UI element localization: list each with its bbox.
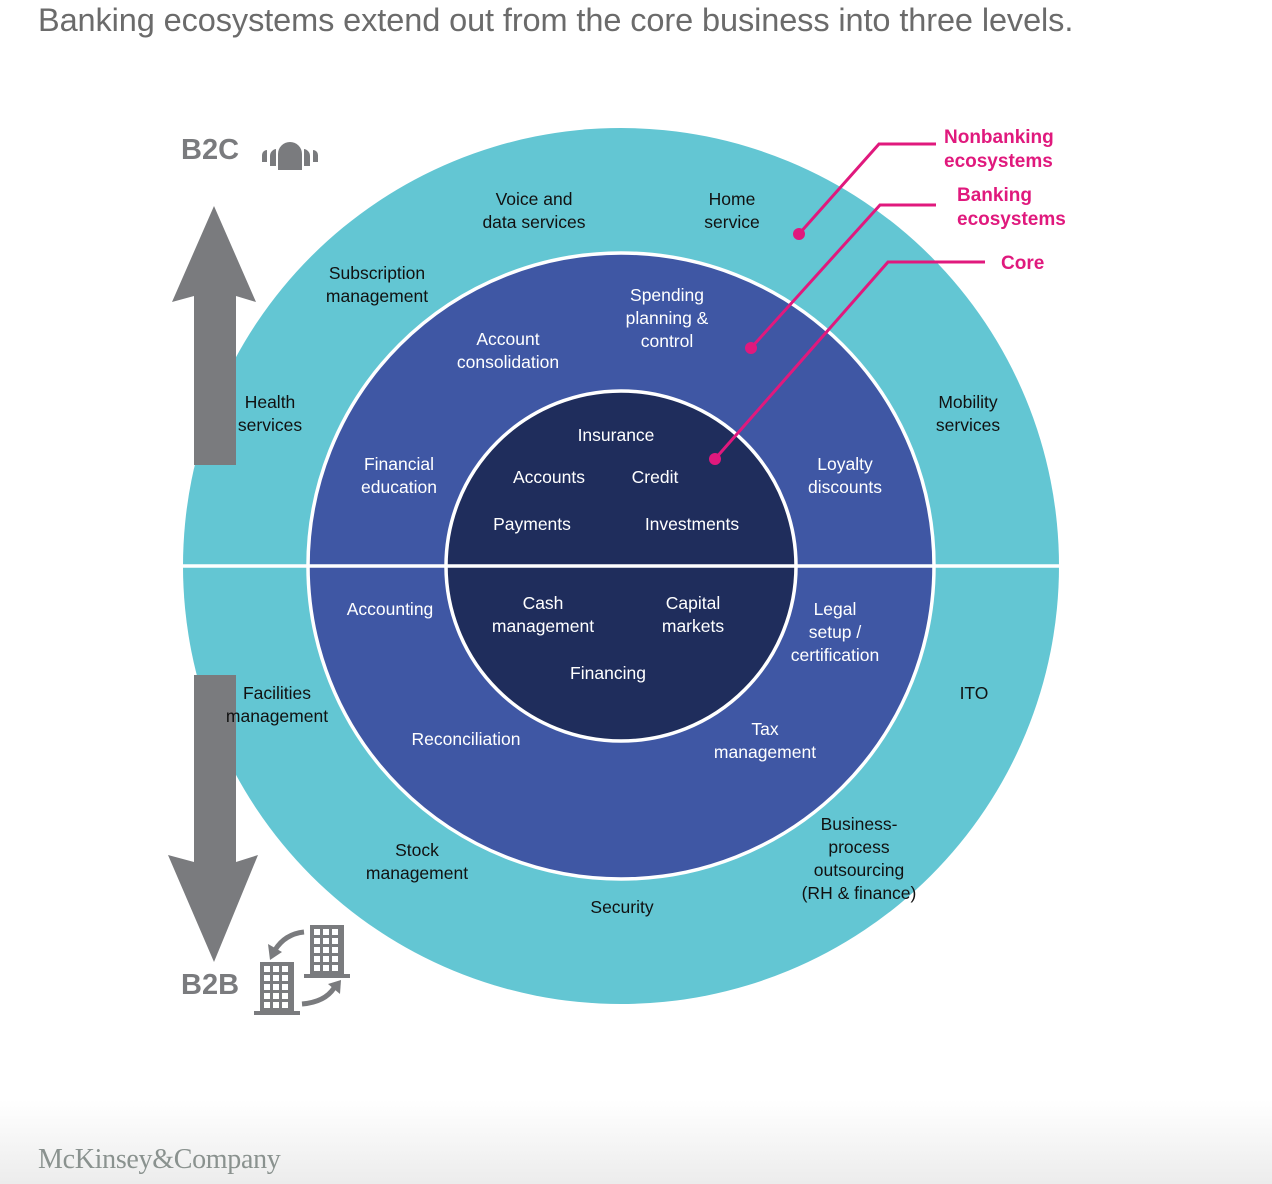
banking-item: Financial education xyxy=(361,454,437,497)
nonbanking-item: Facilities management xyxy=(226,683,328,726)
legend-nonbanking: Nonbanking ecosystems xyxy=(944,127,1054,172)
core-item: Insurance xyxy=(578,425,655,445)
label-line: ITO xyxy=(960,683,989,703)
nonbanking-item: Stock management xyxy=(366,840,468,883)
mckinsey-logo: McKinsey&Company xyxy=(38,1144,281,1175)
label-line: management xyxy=(366,863,468,883)
core-marker xyxy=(709,453,721,465)
legend-leader-lines xyxy=(713,142,985,460)
label-line: Legal xyxy=(814,599,857,619)
people-group-icon xyxy=(262,142,318,170)
nonbanking-item: Mobility services xyxy=(936,392,1000,435)
b2c-arrow-icon xyxy=(172,206,256,465)
banking-item: Spending planning & control xyxy=(626,285,709,351)
label-line: Capital xyxy=(666,593,720,613)
label-line: education xyxy=(361,477,437,497)
core-item: Accounts xyxy=(513,467,585,487)
banking-item: Tax management xyxy=(714,719,816,762)
label-line: planning & xyxy=(626,308,709,328)
label-line: control xyxy=(641,331,694,351)
label-line: Tax xyxy=(751,719,778,739)
label-line: Accounting xyxy=(347,599,434,619)
label-line: Payments xyxy=(493,514,571,534)
legend-line: Banking xyxy=(957,185,1032,206)
buildings-exchange-icon xyxy=(254,925,350,1015)
legend-line: ecosystems xyxy=(944,151,1053,172)
legend-line: Core xyxy=(1001,253,1044,274)
label-line: Reconciliation xyxy=(412,729,521,749)
core-item: Payments xyxy=(493,514,571,534)
label-line: outsourcing xyxy=(814,860,904,880)
label-line: Spending xyxy=(630,285,704,305)
nonbanking-item: ITO xyxy=(960,683,989,703)
core-item: Investments xyxy=(645,514,740,534)
page-title: Banking ecosystems extend out from the c… xyxy=(38,2,1074,38)
label-line: Insurance xyxy=(578,425,655,445)
label-line: discounts xyxy=(808,477,882,497)
label-line: Stock xyxy=(395,840,439,860)
legend-core: Core xyxy=(1001,253,1044,274)
label-line: Account xyxy=(476,329,539,349)
label-line: (RH & finance) xyxy=(802,883,917,903)
banking-item: Legal setup / certification xyxy=(791,599,880,665)
label-line: consolidation xyxy=(457,352,559,372)
nonbanking-item: Home service xyxy=(704,189,759,232)
label-line: management xyxy=(714,742,816,762)
label-line: Business- xyxy=(821,814,898,834)
legend-line: ecosystems xyxy=(957,209,1066,230)
b2b-label: B2B xyxy=(181,969,239,1001)
label-line: Investments xyxy=(645,514,740,534)
banking-marker xyxy=(745,342,757,354)
nonbanking-item: Business-process outsourcing (RH & finance… xyxy=(802,814,917,903)
legend-banking: Banking ecosystems xyxy=(957,185,1066,230)
nonbanking-item: Voice and data services xyxy=(482,189,585,232)
label-line: Health xyxy=(245,392,296,412)
nonbanking-item: Subscription management xyxy=(326,263,428,306)
label-line: Financial xyxy=(364,454,434,474)
label-line: Facilities xyxy=(243,683,311,703)
label-line: management xyxy=(492,616,594,636)
label-line: services xyxy=(936,415,1000,435)
core-item: Financing xyxy=(570,663,646,683)
banking-item: Reconciliation xyxy=(412,729,521,749)
label-line: Accounts xyxy=(513,467,585,487)
core-item: Cash management xyxy=(492,593,594,636)
label-line: Subscription xyxy=(329,263,425,283)
label-line: Financing xyxy=(570,663,646,683)
label-line: service xyxy=(704,212,759,232)
footer xyxy=(0,1100,1272,1184)
label-line: process xyxy=(828,837,890,857)
label-line: Mobility xyxy=(938,392,998,412)
label-line: Loyalty xyxy=(817,454,873,474)
nonbanking-item: Health services xyxy=(238,392,302,435)
b2c-label: B2C xyxy=(181,134,239,166)
core-item: Capital markets xyxy=(662,593,724,636)
label-line: Cash xyxy=(523,593,564,613)
label-line: Home xyxy=(709,189,756,209)
label-line: Credit xyxy=(632,467,679,487)
b2b-arrow-icon xyxy=(168,675,258,962)
label-line: data services xyxy=(482,212,585,232)
label-line: services xyxy=(238,415,302,435)
label-line: certification xyxy=(791,645,880,665)
legend-line: Nonbanking xyxy=(944,127,1054,148)
label-line: management xyxy=(226,706,328,726)
label-line: Voice and xyxy=(496,189,573,209)
nonbanking-marker xyxy=(793,228,805,240)
label-line: management xyxy=(326,286,428,306)
banking-item: Account consolidation xyxy=(457,329,559,372)
nonbanking-item: Security xyxy=(590,897,653,917)
banking-item: Accounting xyxy=(347,599,434,619)
label-line: setup / xyxy=(809,622,862,642)
label-line: Security xyxy=(590,897,653,917)
core-item: Credit xyxy=(632,467,679,487)
label-line: markets xyxy=(662,616,724,636)
banking-item: Loyalty discounts xyxy=(808,454,882,497)
